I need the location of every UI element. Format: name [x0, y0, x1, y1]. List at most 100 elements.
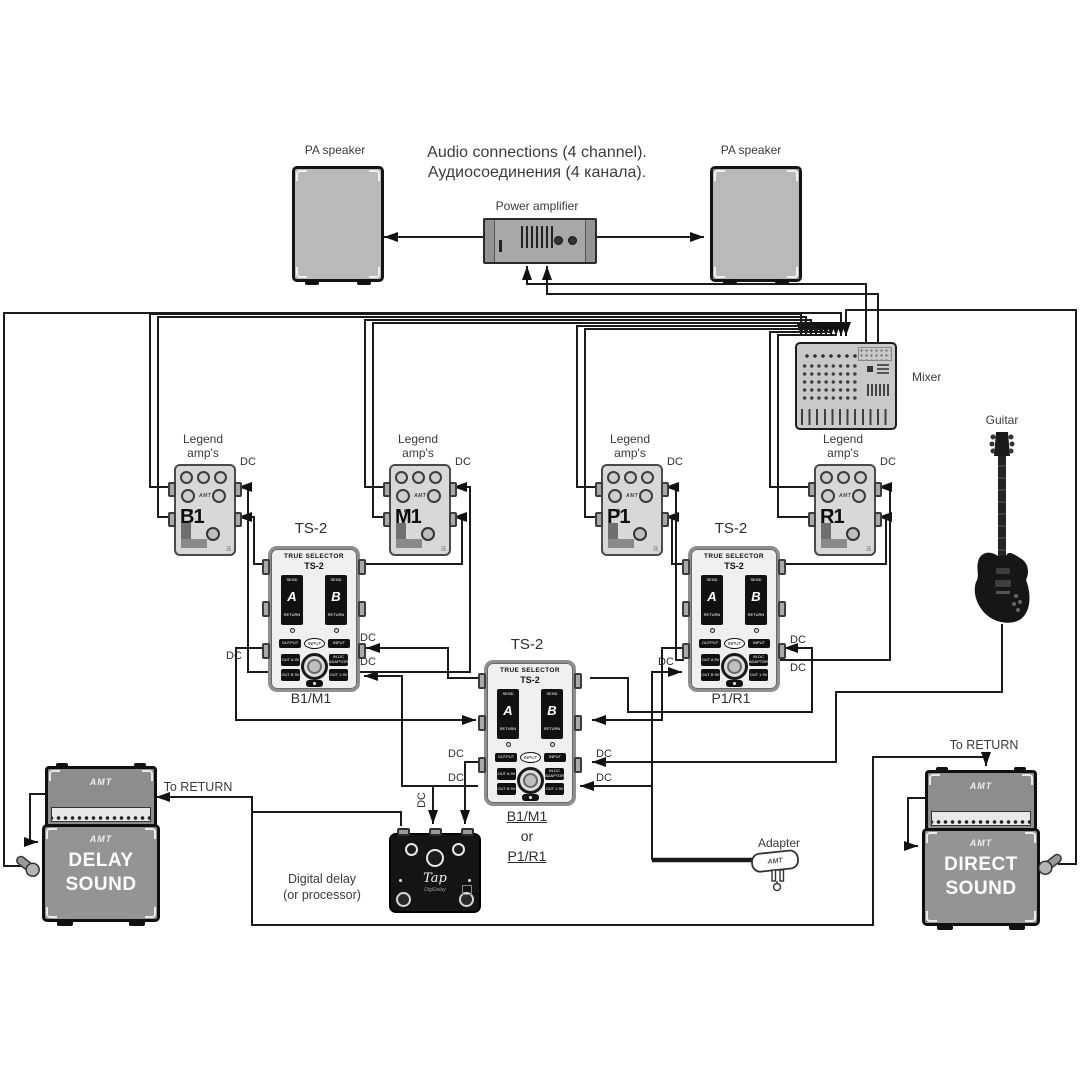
- legend-caption-m1-2: amp's: [402, 446, 434, 460]
- output-jack: [595, 512, 603, 527]
- output-jack: [808, 512, 816, 527]
- corner-bracket: [296, 170, 307, 181]
- output-jack: [682, 643, 690, 659]
- output-label: OUTPUT: [279, 639, 301, 648]
- input-oval: INPUT: [724, 638, 745, 649]
- power-amplifier-label: Power amplifier: [495, 199, 579, 213]
- selector-caption-center-3: P1/R1: [507, 848, 547, 864]
- input-jack: [574, 757, 582, 773]
- ts2-title-center: TS-2: [510, 636, 544, 653]
- dc-label: DC: [240, 456, 256, 468]
- guitar-label: Guitar: [985, 413, 1019, 427]
- dc-label: DC: [880, 456, 896, 468]
- legend-amp-r1: AMT R1 a: [808, 464, 882, 556]
- wire-to-return-right: [251, 752, 991, 926]
- return-b-jack: [778, 601, 786, 617]
- digital-delay-pedal: Tap DigiDelay: [389, 828, 481, 913]
- dc-label: DC: [448, 748, 464, 760]
- pa-speaker-right: [710, 166, 802, 285]
- footswitch: [421, 527, 435, 541]
- output-jack: [383, 512, 391, 527]
- adapter-label: Adapter: [757, 836, 801, 850]
- dc-label: DC: [667, 456, 683, 468]
- legend-caption-b1-2: amp's: [187, 446, 219, 460]
- delay-knob: [405, 843, 418, 856]
- amp-vent: [521, 226, 555, 248]
- cab-text-line1: DIRECT: [944, 854, 1018, 875]
- channel-a: SEND A RETURN: [497, 689, 519, 739]
- dc-label: DC: [455, 456, 471, 468]
- delay-knob: [426, 849, 444, 867]
- dc-label: DC: [360, 632, 376, 644]
- input-oval: INPUT: [304, 638, 325, 649]
- wire-mixer-out-1: [522, 266, 867, 342]
- legend-caption-b1-1: Legend: [182, 432, 224, 446]
- input-oval: INPUT: [520, 752, 541, 763]
- delay-jack: [429, 828, 442, 836]
- amp-name: M1: [395, 506, 422, 528]
- legend-amp-p1: AMT P1 a: [595, 464, 669, 556]
- return-a-jack: [478, 715, 486, 731]
- legend-caption-r1-1: Legend: [822, 432, 864, 446]
- head-control-panel: [51, 807, 151, 822]
- legend-caption-p1-1: Legend: [609, 432, 651, 446]
- footswitch: [301, 653, 328, 680]
- wire-to-return-left: [156, 792, 402, 826]
- pa-speaker-left-label: PA speaker: [304, 143, 366, 157]
- mixer: [795, 342, 897, 430]
- guitar: [972, 430, 1032, 631]
- legend-amp-b1: AMT B1 a: [168, 464, 242, 556]
- digital-delay-label-2: (or processor): [283, 888, 361, 902]
- dc-label: DC: [596, 772, 612, 784]
- ts2-title-right: TS-2: [714, 520, 748, 537]
- selector-caption-center-2: or: [520, 828, 534, 844]
- send-b-jack: [778, 559, 786, 575]
- send-a-jack: [682, 559, 690, 575]
- dc-label: DC: [448, 772, 464, 784]
- ts2-selector-left: TRUE SELECTOR TS-2 SEND A RETURN SEND B …: [262, 546, 366, 692]
- channel-a: SEND A RETURN: [281, 575, 303, 625]
- digital-delay-label-1: Digital delay: [287, 872, 357, 886]
- legend-amp-m1: AMT M1 a: [383, 464, 457, 556]
- dc-label: DC: [226, 650, 242, 662]
- input-label: INPUT: [328, 639, 350, 648]
- direct-sound-cabinet: AMT DIRECT SOUND: [922, 828, 1040, 930]
- channel-b: SEND B RETURN: [745, 575, 767, 625]
- delay-sound-cabinet: AMT DELAY SOUND: [42, 824, 160, 926]
- delay-amp-head: AMT: [45, 763, 157, 828]
- return-b-jack: [358, 601, 366, 617]
- microphone-left: [6, 846, 42, 885]
- output-jack: [168, 482, 176, 497]
- input-jack: [661, 512, 669, 527]
- dc-jack: [234, 482, 242, 497]
- amp-name: P1: [607, 506, 630, 528]
- mixer-faders: [801, 409, 891, 425]
- input-jack: [358, 643, 366, 659]
- output-jack: [383, 482, 391, 497]
- corner-bracket: [369, 170, 380, 181]
- send-a-jack: [478, 673, 486, 689]
- output-jack: [595, 482, 603, 497]
- pa-speaker-left: [292, 166, 384, 285]
- to-return-left-label: To RETURN: [163, 780, 233, 794]
- footswitch: [846, 527, 860, 541]
- footswitch: [633, 527, 647, 541]
- pa-speaker-right-label: PA speaker: [720, 143, 782, 157]
- mixer-input-jacks: [801, 347, 857, 359]
- tap-logo: Tap: [423, 871, 447, 886]
- footswitch: [459, 892, 474, 907]
- cab-text-line2: SOUND: [65, 873, 137, 895]
- amp-name: R1: [820, 506, 845, 528]
- dc-label: DC: [360, 656, 376, 668]
- corner-bracket: [296, 267, 307, 278]
- ts2-selector-right: TRUE SELECTOR TS-2 SEND A RETURN SEND B …: [682, 546, 786, 692]
- dc-jack: [449, 482, 457, 497]
- corner-bracket: [369, 267, 380, 278]
- power-adapter: AMT: [750, 849, 806, 900]
- output-jack: [478, 757, 486, 773]
- microphone-right: [1036, 844, 1072, 883]
- diagram-title-en: Audio connections (4 channel).: [427, 144, 647, 161]
- mixer-label: Mixer: [912, 370, 942, 384]
